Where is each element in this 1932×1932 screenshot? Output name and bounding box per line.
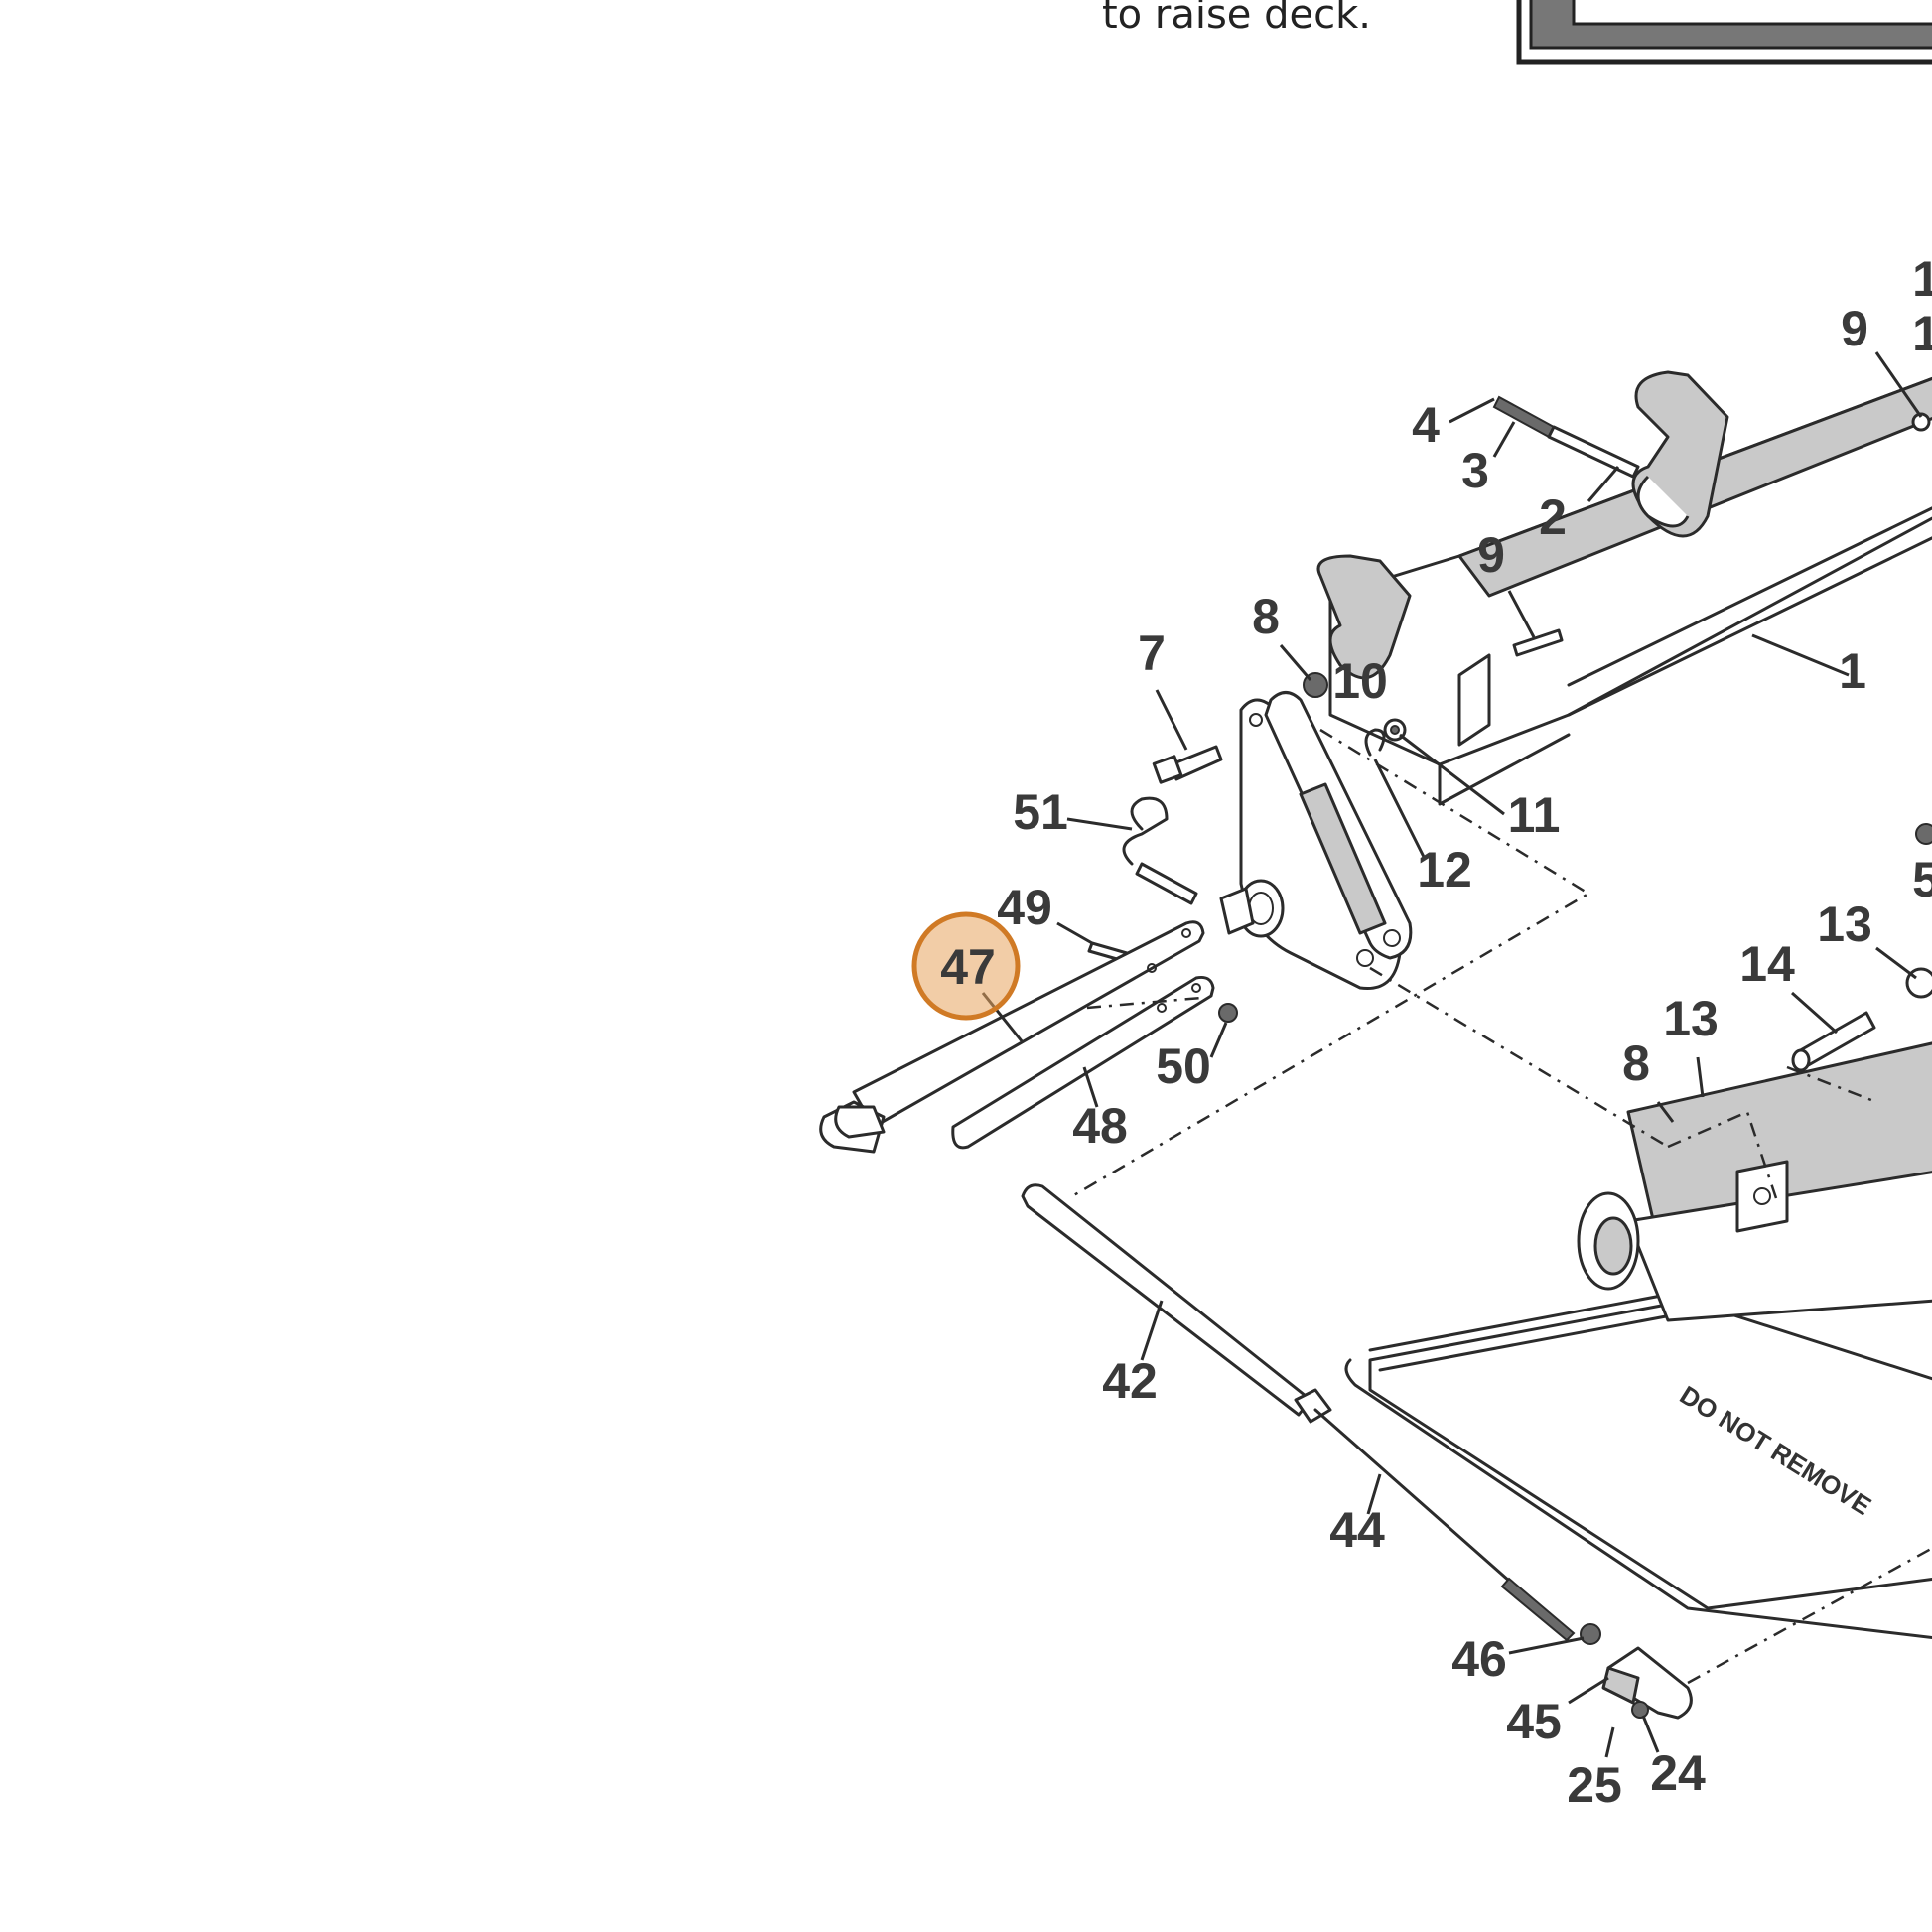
- label-11[interactable]: 11: [1508, 787, 1561, 843]
- label-24[interactable]: 24: [1650, 1745, 1706, 1801]
- label-7[interactable]: 7: [1138, 625, 1166, 681]
- label-1[interactable]: 1: [1839, 643, 1866, 699]
- label-8-lower[interactable]: 8: [1622, 1035, 1650, 1091]
- label-edge-1a[interactable]: 1: [1912, 251, 1932, 307]
- part-labels: 1 2 3 4 7 8 8 9 9 10 11 12 13 13 14 24 2…: [940, 251, 1932, 1813]
- label-49[interactable]: 49: [997, 880, 1052, 935]
- label-13-upper[interactable]: 13: [1817, 897, 1872, 952]
- main-frame-part: [1316, 370, 1932, 806]
- link-arm-part-48: [951, 976, 1215, 1150]
- caption-raise-deck: to raise deck.: [1102, 0, 1371, 38]
- leader-lines: [981, 351, 1923, 1758]
- link-arm-part-47: [819, 920, 1205, 1154]
- deck-carriage-part: DO NOT REMOVE: [1344, 1041, 1932, 1640]
- label-14[interactable]: 14: [1739, 936, 1795, 992]
- label-51[interactable]: 51: [1013, 784, 1068, 840]
- assembly-lines: [1071, 728, 1932, 1685]
- label-8-upper[interactable]: 8: [1252, 589, 1280, 644]
- label-45[interactable]: 45: [1506, 1694, 1562, 1749]
- label-edge-1b[interactable]: 1: [1912, 306, 1932, 361]
- label-9-right[interactable]: 9: [1841, 301, 1868, 356]
- label-3[interactable]: 3: [1461, 443, 1489, 498]
- pivot-bracket-part: [1219, 691, 1413, 991]
- label-9-center[interactable]: 9: [1477, 527, 1505, 583]
- label-46[interactable]: 46: [1451, 1631, 1507, 1687]
- label-25[interactable]: 25: [1567, 1757, 1622, 1813]
- label-13-lower[interactable]: 13: [1663, 991, 1719, 1046]
- decal-frame: [1516, 0, 1932, 65]
- label-48[interactable]: 48: [1072, 1098, 1128, 1154]
- label-4[interactable]: 4: [1412, 397, 1440, 453]
- label-10[interactable]: 10: [1332, 653, 1388, 709]
- label-47[interactable]: 47: [940, 939, 996, 995]
- label-50[interactable]: 50: [1156, 1038, 1211, 1094]
- label-42[interactable]: 42: [1102, 1353, 1158, 1409]
- label-44[interactable]: 44: [1329, 1502, 1385, 1558]
- label-edge-5[interactable]: 5: [1912, 852, 1932, 907]
- lift-rod-part: [1021, 1183, 1693, 1720]
- label-2[interactable]: 2: [1539, 489, 1567, 545]
- label-12[interactable]: 12: [1417, 842, 1472, 897]
- selected-part-highlight[interactable]: [911, 911, 1021, 1021]
